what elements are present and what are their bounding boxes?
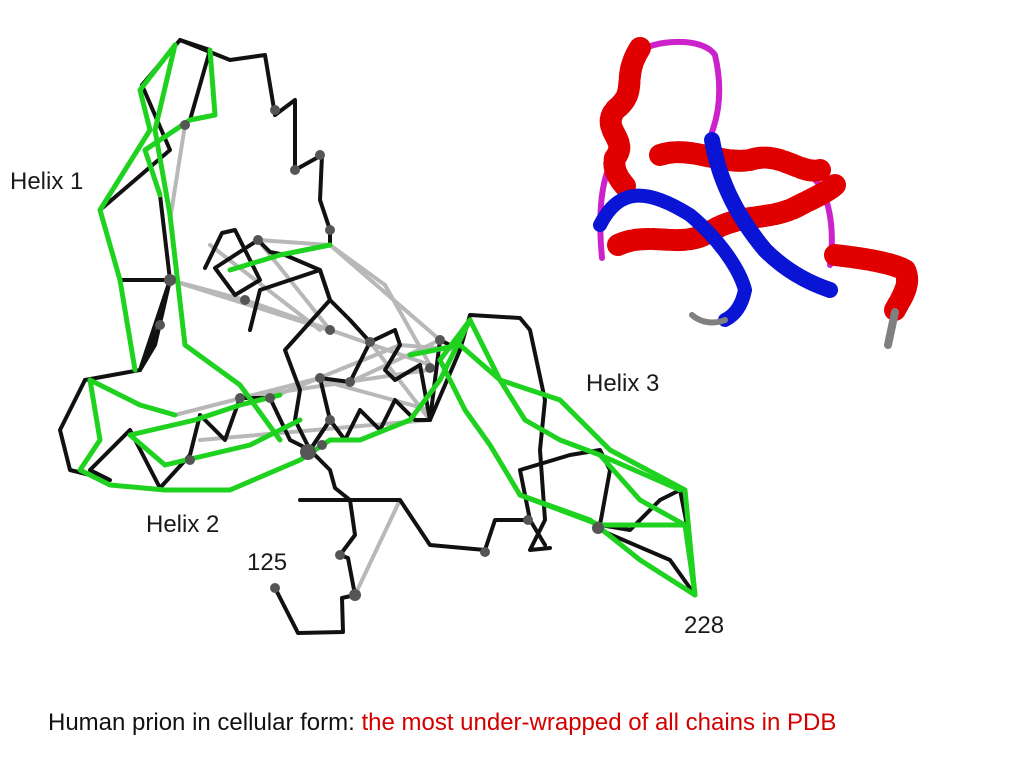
ribbon-model: [593, 37, 919, 349]
caption-accent: the most under-wrapped of all chains in …: [361, 709, 837, 736]
ribbon-coil-end: [884, 308, 899, 349]
ribbon-turn-top: [642, 38, 723, 135]
figure-caption: Human prion in cellular form: the most u…: [48, 711, 836, 735]
caption-prefix: Human prion in cellular form:: [48, 709, 362, 736]
ribbon-strand-1: [704, 132, 838, 298]
wrapping-links: [168, 123, 462, 597]
helix-2-label: Helix 2: [146, 511, 220, 538]
green-links: [77, 42, 698, 598]
ribbon-helix-c: [649, 141, 831, 182]
residue-start-label: 125: [247, 549, 288, 576]
backbone-diagram: [58, 38, 698, 635]
helix-1-label: Helix 1: [10, 168, 84, 195]
ribbon-helix-d: [824, 244, 919, 321]
ribbon-helix-a: [599, 37, 651, 197]
residue-end-label: 228: [684, 612, 725, 639]
residue-nodes: [155, 105, 604, 601]
helix-3-label: Helix 3: [586, 370, 660, 397]
ribbon-strand-2: [593, 188, 752, 327]
ribbon-coil-start: [689, 312, 728, 326]
